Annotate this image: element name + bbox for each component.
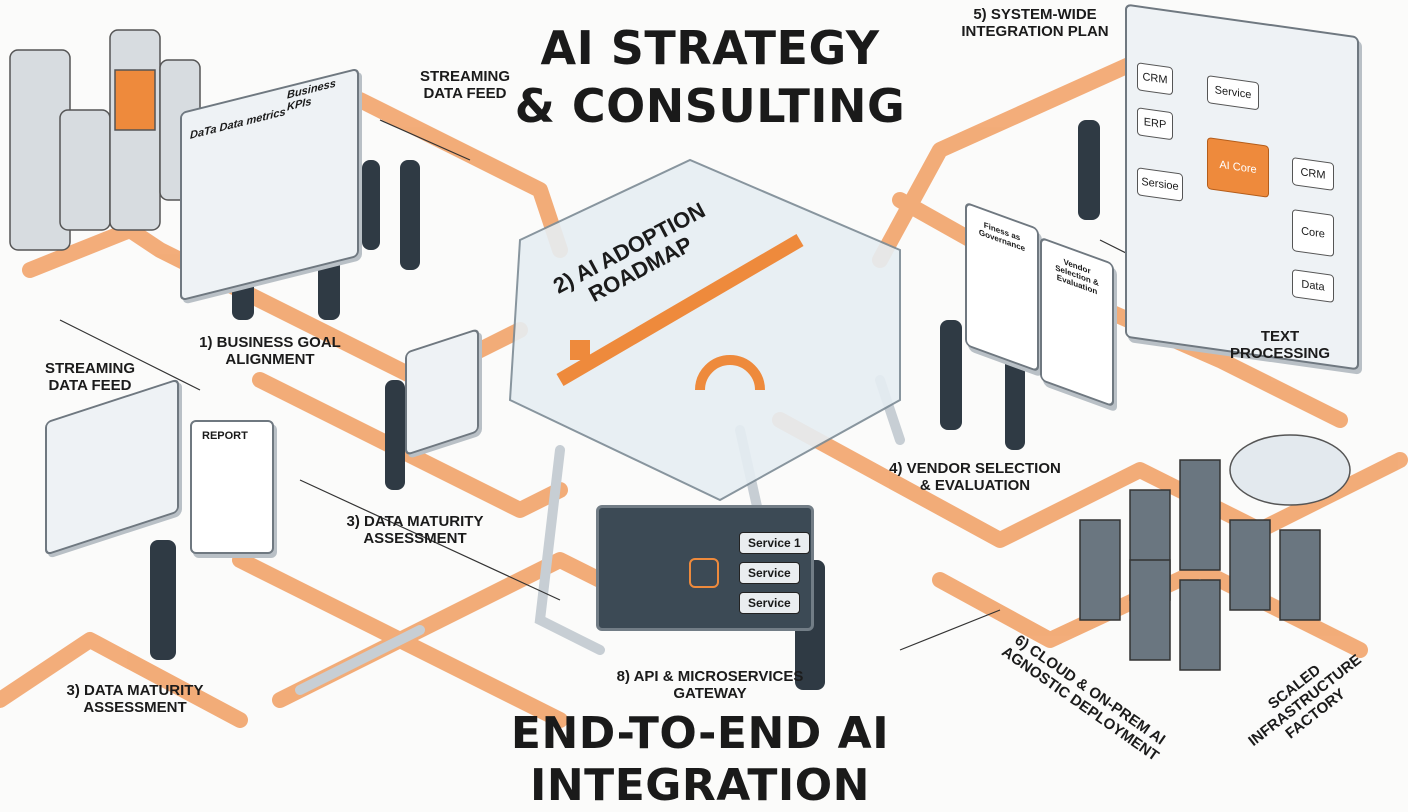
node-crm: CRM [1137, 62, 1173, 96]
label-data-maturity-center: 3) DATA MATURITY ASSESSMENT [346, 513, 484, 547]
server-cluster [1079, 459, 1321, 671]
label-streaming-top: STREAMING DATA FEED [420, 68, 510, 102]
dashboard-metrics-title: DaTa Data metrics [190, 105, 286, 142]
vendor-panel-left-title: Finess as Governance [978, 220, 1026, 254]
vendor-panel-right: Vendor Selection & Evaluation [1040, 236, 1114, 408]
label-business-goal: 1) BUSINESS GOAL ALIGNMENT [199, 334, 341, 368]
node-service: Service [1207, 75, 1259, 111]
label-gateway: 8) API & MICROSERVICES GATEWAY [616, 668, 804, 702]
roadmap-glass-box [508, 158, 901, 502]
vendor-panel-left: Finess as Governance [965, 201, 1039, 373]
gateway-hub-icon [689, 558, 719, 588]
label-vendor: 4) VENDOR SELECTION & EVALUATION [889, 460, 1061, 494]
service-3-box: Service [739, 592, 800, 614]
report-panel: REPORT [190, 420, 274, 554]
vendor-panel-right-title: Vendor Selection & Evaluation [1055, 257, 1099, 297]
node-erp: ERP [1137, 107, 1173, 141]
node-service-2: Sersioe [1137, 167, 1183, 202]
pipe [252, 372, 568, 518]
bottom-title: END-TO-END AI INTEGRATION [510, 708, 890, 811]
report-title: REPORT [202, 430, 248, 442]
title-line-1: AI STRATEGY [540, 21, 880, 75]
title-line-2: & CONSULTING [514, 79, 906, 133]
label-integration-plan: 5) SYSTEM-WIDE INTEGRATION PLAN [961, 6, 1109, 40]
label-streaming-left: STREAMING DATA FEED [45, 360, 135, 394]
node-core: Core [1292, 209, 1334, 257]
server-stack-icon [9, 29, 201, 251]
service-2-box: Service [739, 562, 800, 584]
pipe-network [0, 29, 1408, 728]
label-data-maturity-left: 3) DATA MATURITY ASSESSMENT [66, 682, 204, 716]
cloud-icon [1229, 434, 1351, 506]
node-ai-core: AI Core [1207, 137, 1269, 198]
pipe [232, 552, 568, 728]
node-crm-2: CRM [1292, 157, 1334, 191]
gateway-screen: Service 1 Service Service [596, 505, 814, 631]
node-data: Data [1292, 269, 1334, 303]
label-text-processing: TEXT PROCESSING [1229, 328, 1331, 362]
pipe [772, 412, 1408, 548]
integration-plan-board: CRM Service ERP AI Core CRM Sersioe Core… [1125, 3, 1359, 371]
service-1-box: Service 1 [739, 532, 810, 554]
pipe [0, 632, 248, 728]
pipe [872, 52, 1148, 268]
